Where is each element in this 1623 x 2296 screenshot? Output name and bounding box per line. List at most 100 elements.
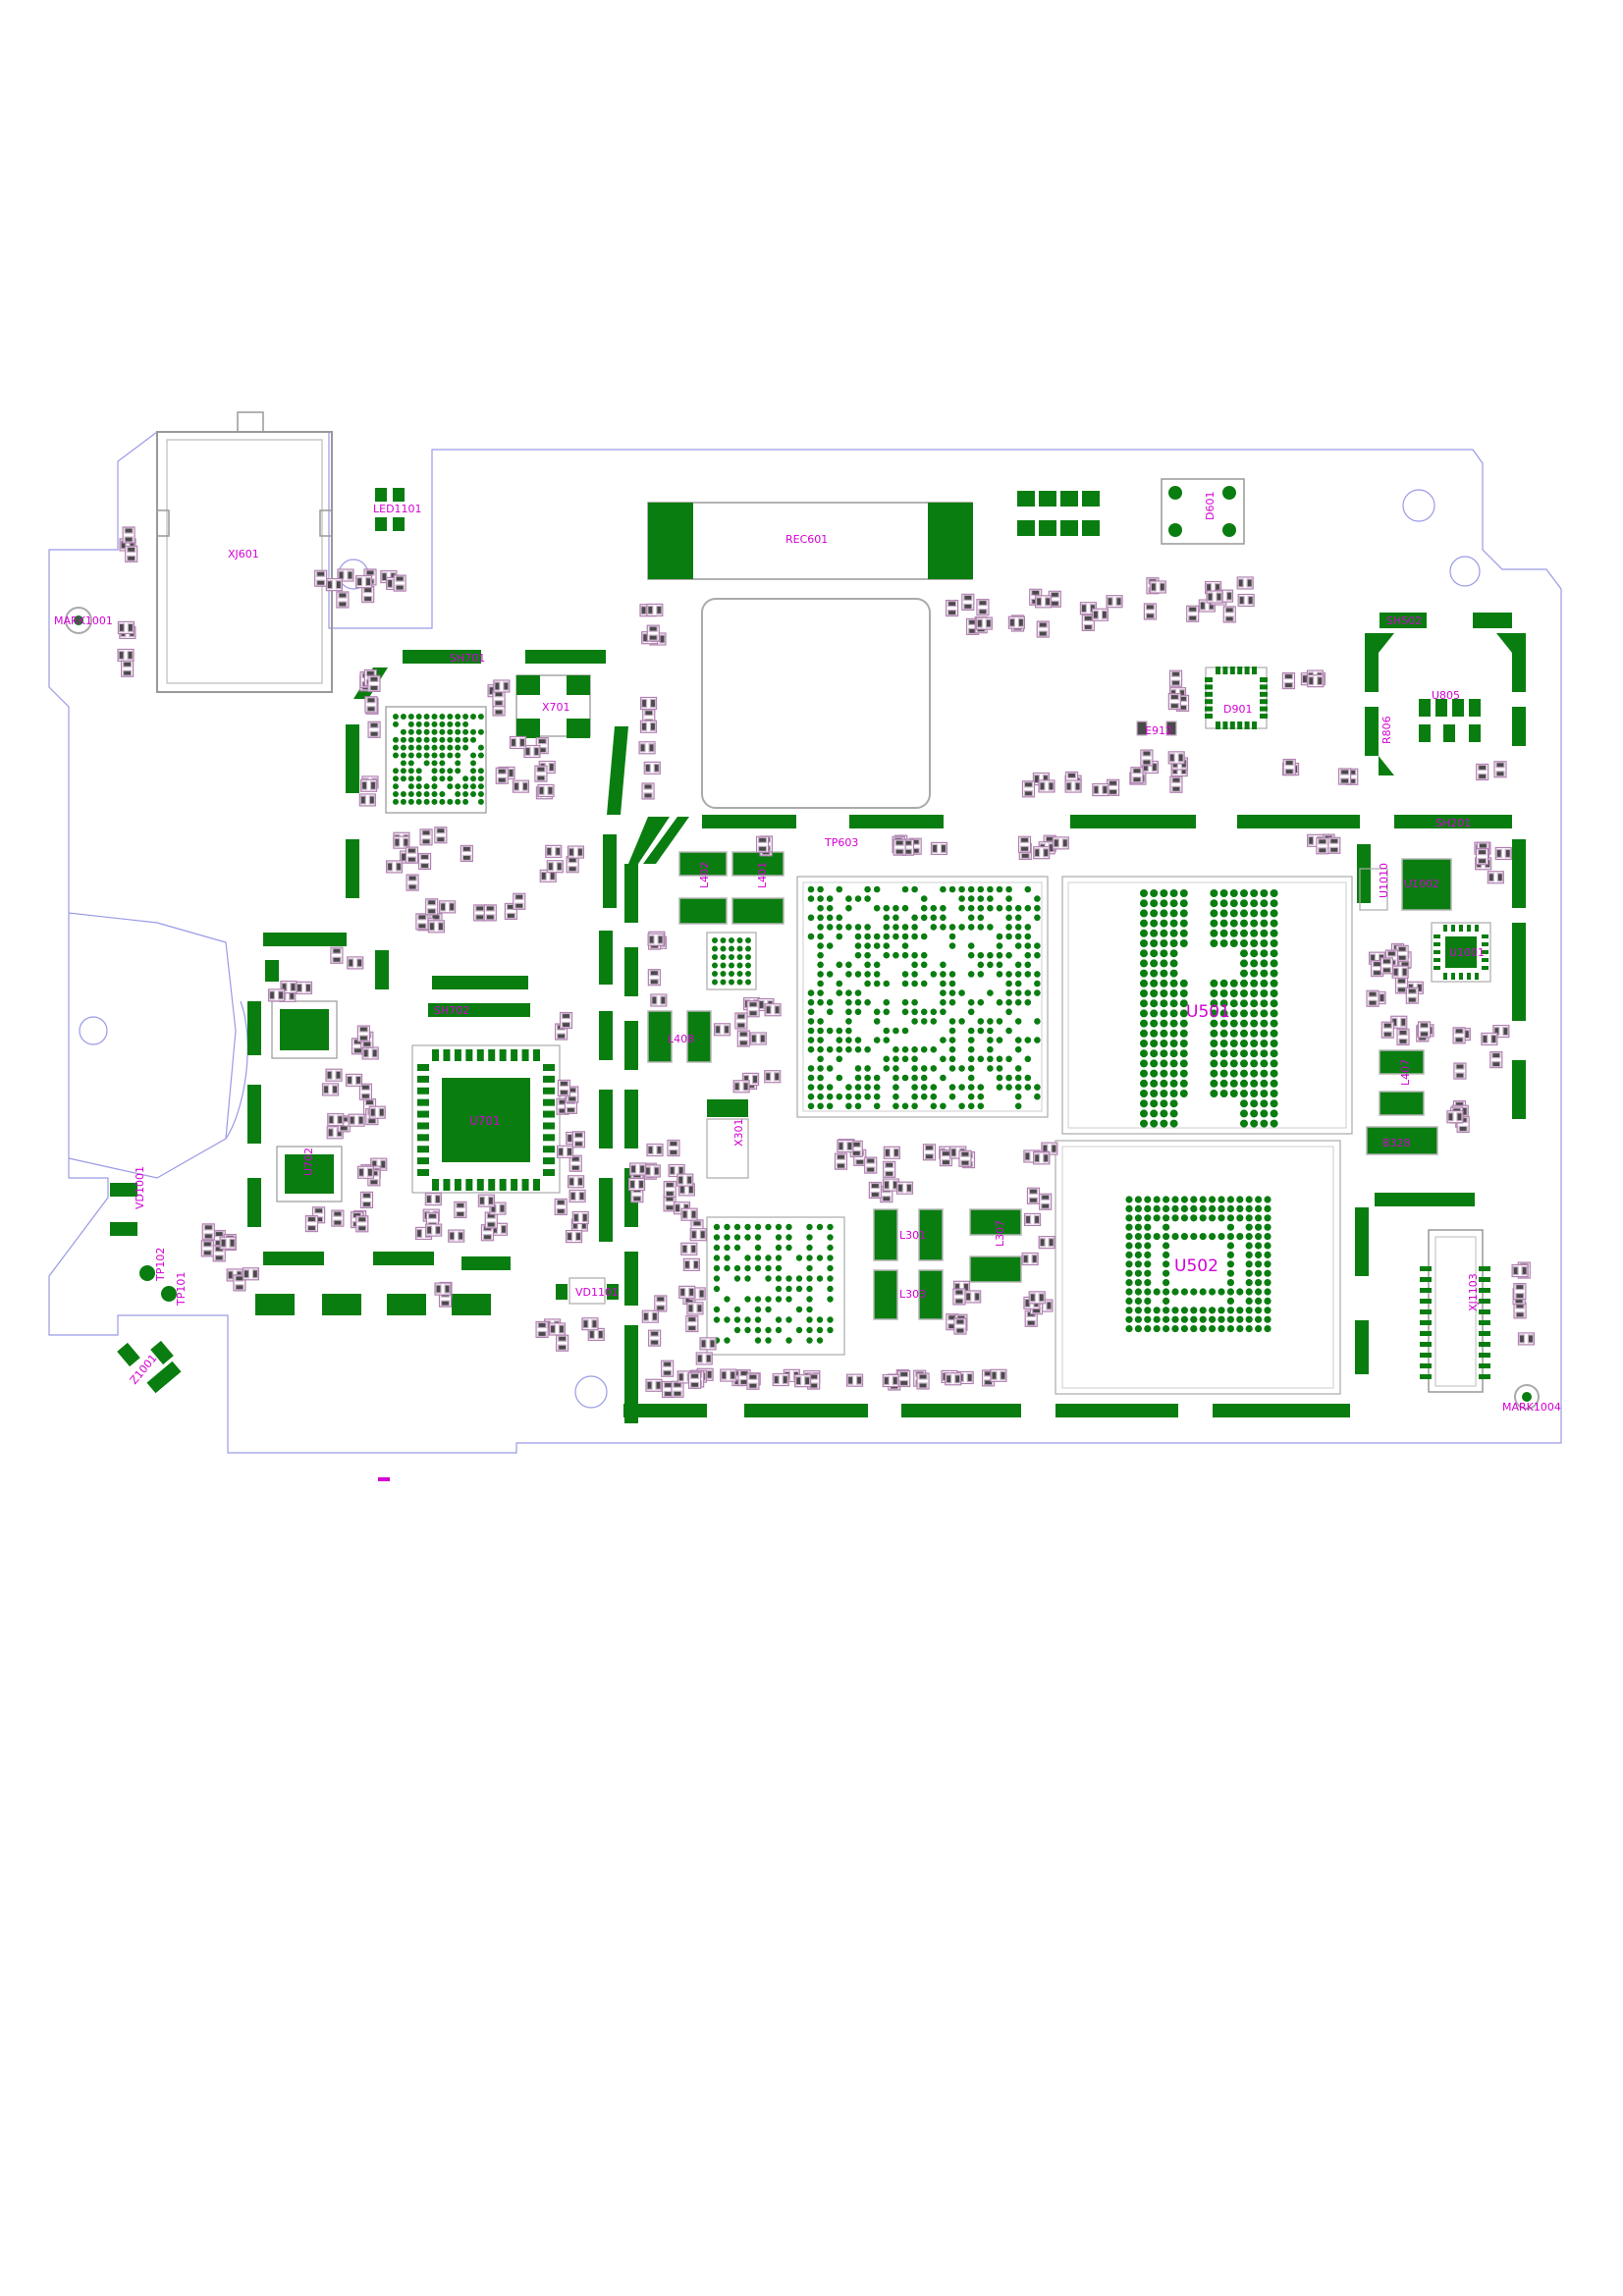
- bga-ball: [423, 736, 430, 743]
- bga-ball: [940, 1037, 947, 1043]
- passive-pad: [1043, 848, 1050, 858]
- passive-pad: [559, 1080, 569, 1087]
- qfn-pin: [1443, 973, 1447, 980]
- bga-ball: [1229, 1040, 1238, 1047]
- bga-ball: [901, 933, 909, 940]
- passive-pad: [648, 634, 658, 641]
- passive-pad: [963, 603, 973, 610]
- bga-ball: [785, 1244, 792, 1252]
- bga-ball: [1014, 904, 1022, 912]
- passive-pad: [1169, 702, 1179, 710]
- label-l402: L402: [698, 862, 711, 888]
- bga-ball: [1169, 1090, 1178, 1097]
- shield-cavity: [701, 598, 931, 809]
- bga-ball: [845, 1027, 852, 1035]
- bga-ball: [470, 714, 476, 720]
- bga-ball: [967, 904, 975, 912]
- bga-ball: [745, 962, 751, 969]
- bga-ball: [1270, 909, 1278, 918]
- passive-pad: [369, 1179, 379, 1186]
- passive-pad: [941, 1150, 951, 1157]
- bga-ball: [826, 1008, 834, 1016]
- bga-ball: [447, 798, 454, 805]
- passive-pad: [884, 1148, 891, 1157]
- passive-pad: [1478, 764, 1488, 772]
- bga-ball: [1169, 899, 1178, 908]
- passive-pad: [494, 700, 504, 707]
- qfn-pin: [1205, 684, 1213, 690]
- bga-ball: [901, 1055, 909, 1063]
- bga-ball: [987, 1027, 994, 1035]
- passive-pad: [435, 1225, 442, 1235]
- passive-pad: [536, 766, 546, 773]
- passive-pad: [395, 584, 405, 591]
- passive-pad: [354, 1075, 362, 1085]
- passive-pad: [1115, 597, 1122, 607]
- bga-ball: [1264, 1269, 1271, 1277]
- bga-ball: [407, 760, 414, 767]
- passive-pad: [1488, 873, 1494, 882]
- passive-pad: [1019, 836, 1030, 843]
- bga-ball: [1190, 1307, 1198, 1314]
- bga-ball: [864, 1045, 871, 1053]
- qfn-pin: [1459, 973, 1463, 980]
- bga-ball: [845, 989, 852, 996]
- bga-ball: [1169, 889, 1178, 897]
- bga-ball: [1163, 1269, 1170, 1277]
- bga-ball: [1169, 999, 1178, 1008]
- bga-ball: [1005, 980, 1012, 988]
- passive-pad: [417, 923, 427, 930]
- bga-ball: [745, 937, 751, 943]
- passive-pad: [497, 776, 507, 783]
- bga-ball: [1270, 1109, 1278, 1118]
- bga-ball: [827, 1296, 834, 1303]
- qfn-pin: [543, 1134, 555, 1142]
- bga-ball: [1236, 1204, 1244, 1212]
- bga-ball: [807, 998, 815, 1006]
- passive-pad: [940, 843, 947, 854]
- bga-ball: [1270, 1079, 1278, 1088]
- bga-ball: [775, 1234, 783, 1241]
- passive-pad: [369, 730, 379, 737]
- passive-pad: [1447, 1112, 1454, 1122]
- bga-ball: [393, 744, 399, 751]
- label-xj601: XJ601: [228, 548, 259, 561]
- bga-ball: [724, 1296, 730, 1303]
- passive-pad: [235, 1284, 244, 1291]
- bga-ball: [1245, 1233, 1253, 1241]
- bga-ball: [1153, 1233, 1161, 1241]
- bga-ball: [729, 962, 734, 969]
- passive-pad: [836, 1153, 846, 1160]
- bga-ball: [423, 752, 430, 759]
- connector-pin: [1479, 1320, 1490, 1325]
- bga-ball: [744, 1316, 751, 1323]
- passive-pad: [1381, 958, 1391, 965]
- bga-ball: [431, 783, 438, 790]
- bga-ball: [883, 1027, 891, 1035]
- bga-ball: [817, 961, 824, 969]
- bga-ball: [765, 1223, 772, 1231]
- bga-ball: [873, 961, 881, 969]
- bga-ball: [1160, 1049, 1168, 1058]
- passive-pad: [362, 1041, 372, 1047]
- passive-pad: [514, 902, 524, 909]
- bga-ball: [816, 1326, 824, 1334]
- passive-pad: [1478, 842, 1488, 849]
- bga-ball: [967, 1045, 975, 1053]
- bga-ball: [826, 895, 834, 902]
- bga-ball: [1226, 1269, 1234, 1277]
- passive-pad: [513, 781, 520, 791]
- bga-ball: [1179, 1059, 1188, 1068]
- bga-ball: [940, 989, 947, 996]
- bga-ball: [873, 1037, 881, 1043]
- bga-ball: [477, 783, 484, 790]
- passive-pad: [649, 979, 659, 986]
- bga-ball: [407, 752, 414, 759]
- connector-xj1103: XJ1103: [1420, 1229, 1490, 1393]
- bga-ball: [1034, 904, 1041, 912]
- bga-ball: [1260, 1029, 1269, 1038]
- passive-pad: [1329, 846, 1339, 853]
- bga-ball: [1236, 1315, 1244, 1323]
- passive-pad: [337, 1115, 344, 1125]
- passive-pad: [656, 605, 663, 615]
